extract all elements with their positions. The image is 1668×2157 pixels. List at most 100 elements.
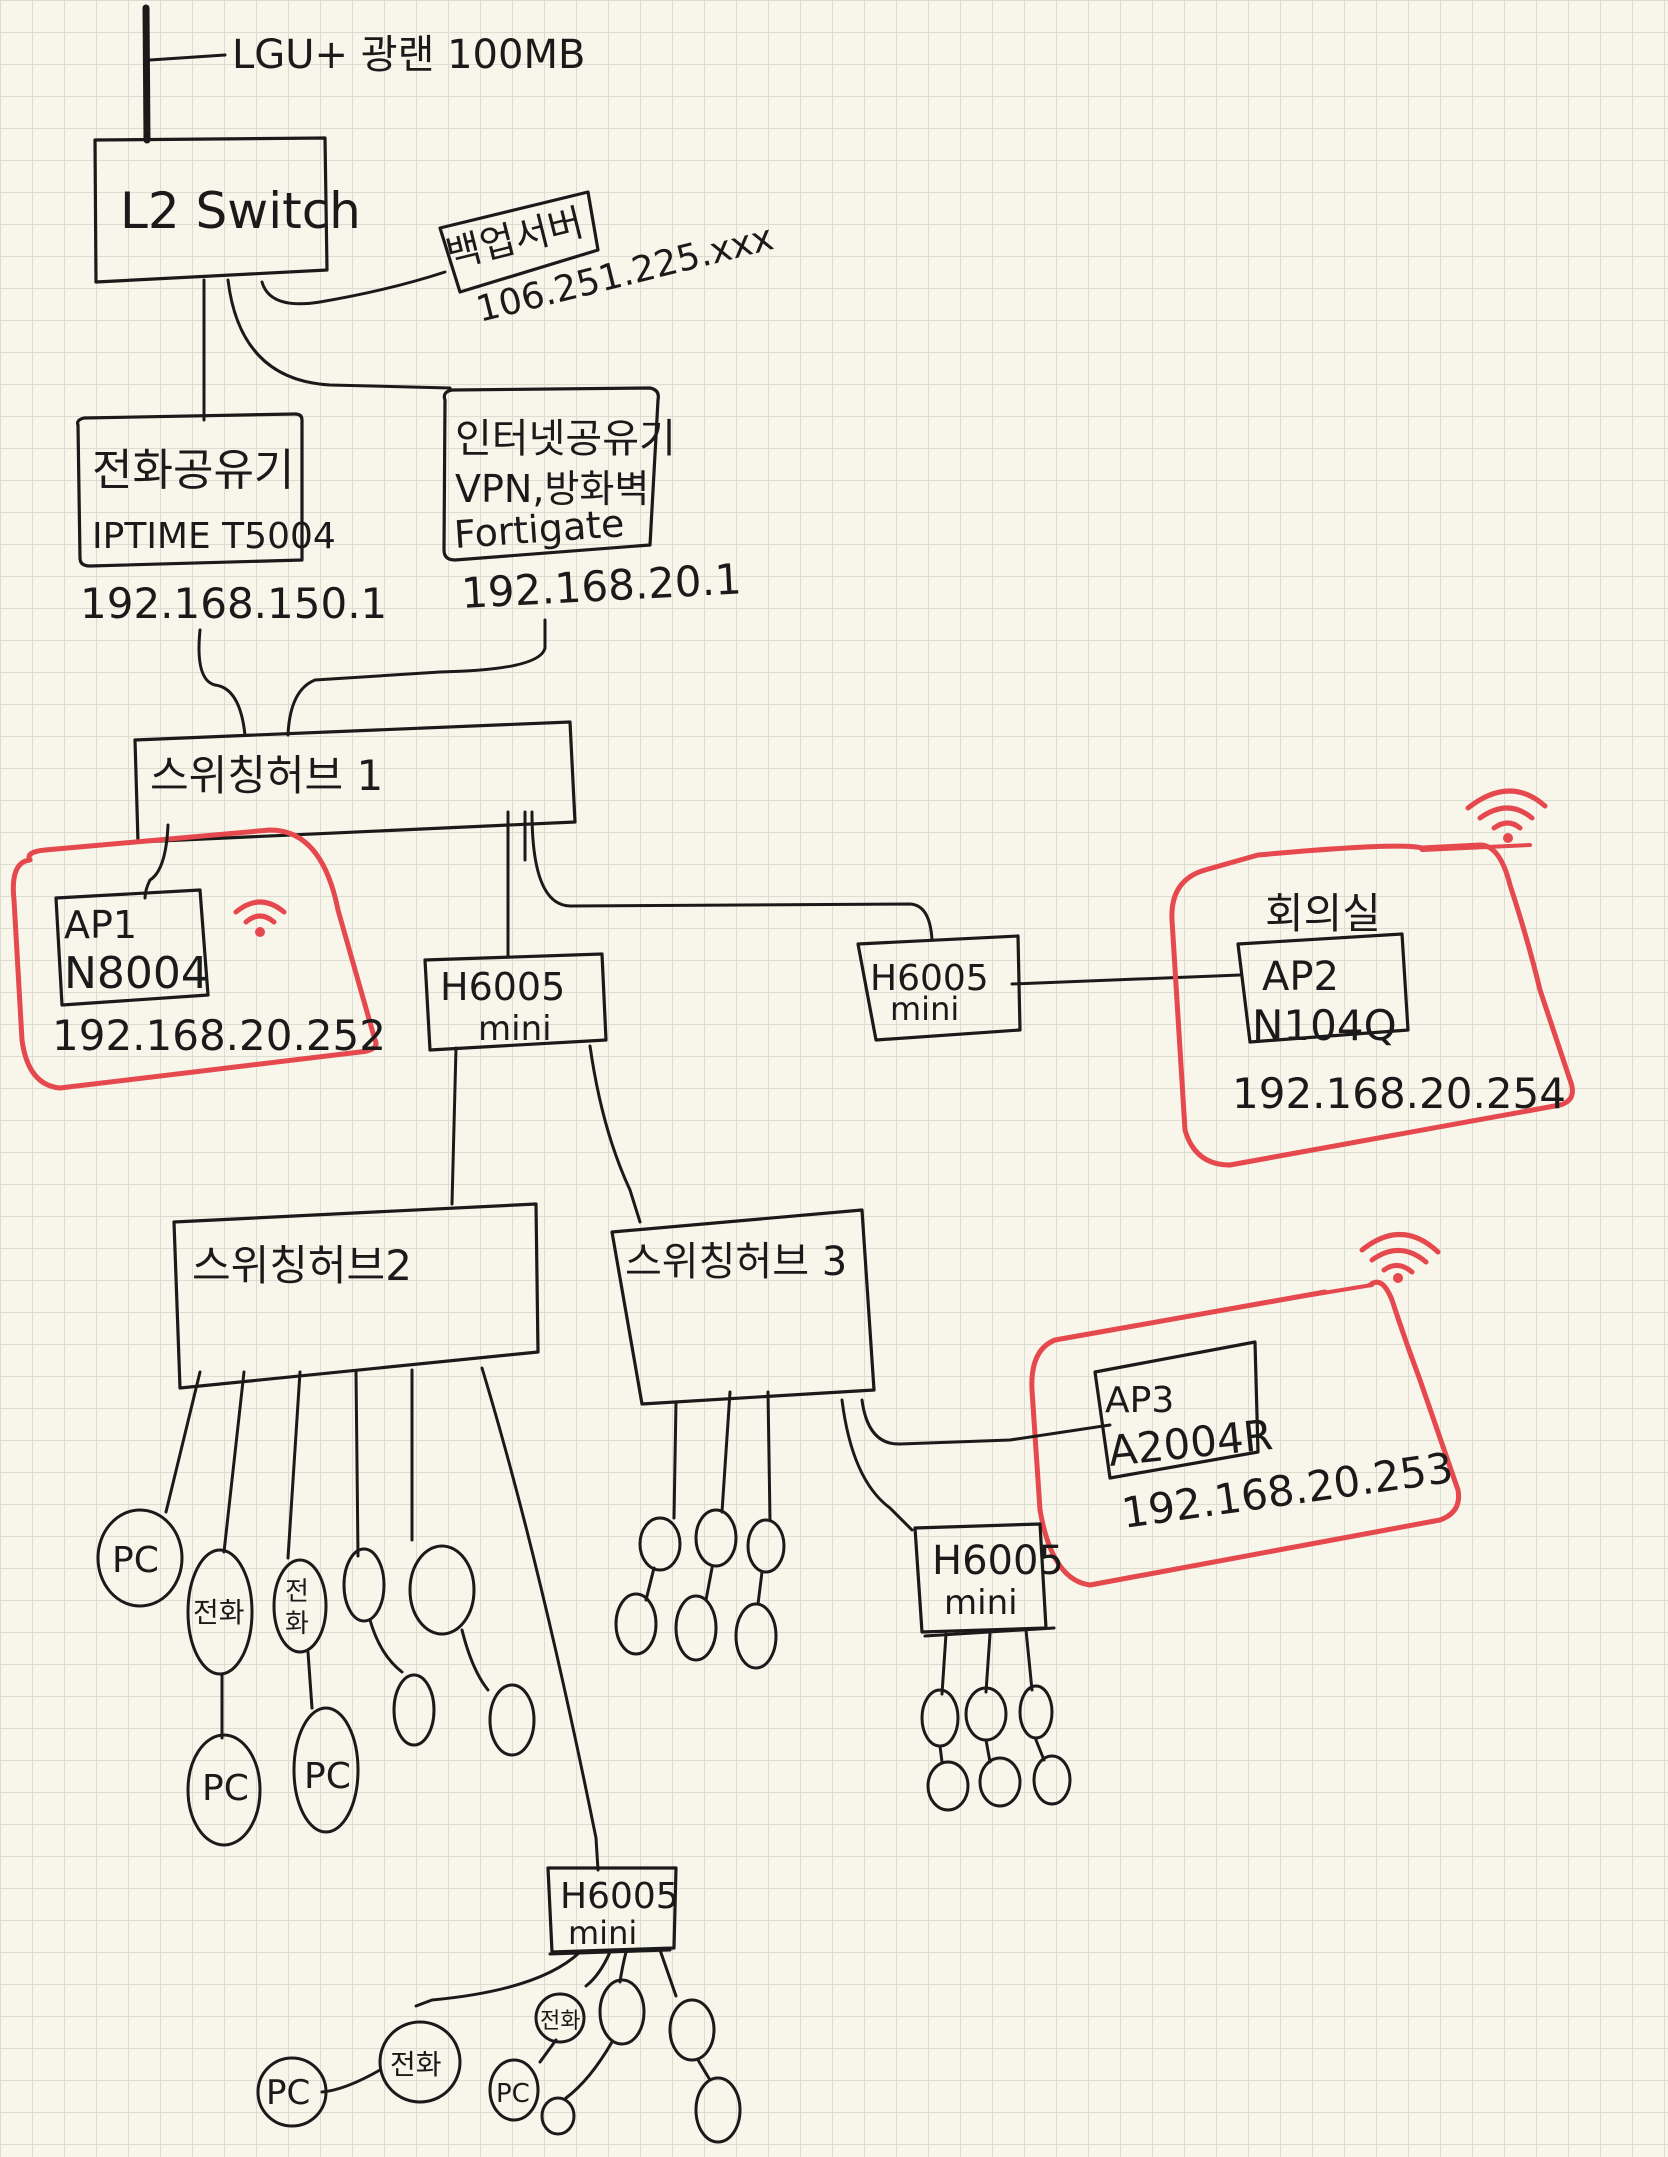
- ap3-red-outline: [1029, 1279, 1462, 1588]
- device-node: [674, 1594, 718, 1662]
- ap2-line2: N104Q: [1252, 1001, 1397, 1050]
- link-internet-router-hub1: [286, 618, 547, 737]
- backup-server-label: 백업서버: [442, 200, 588, 277]
- pc-device-1-label: PC: [112, 1540, 159, 1581]
- device-node: [342, 1547, 386, 1623]
- ap1-red-outline: [10, 827, 379, 1091]
- link-l2-backup: [260, 270, 447, 306]
- link-hub3-device-2: [720, 1390, 732, 1514]
- phone-device-2-label-top: 전: [285, 1577, 309, 1607]
- mini-switch-d: H6005 mini: [913, 1522, 1064, 1638]
- pc-device-3-label: PC: [304, 1756, 351, 1797]
- ap1-line2: N8004: [64, 948, 209, 999]
- phone-device-4: 전화: [534, 1992, 586, 2044]
- mini-switch-b: H6005 mini: [856, 934, 1022, 1042]
- pc-device-2-label: PC: [202, 1768, 249, 1809]
- link-hub1-ap1: [143, 823, 170, 900]
- hub2-label: 스위칭허브2: [192, 1241, 412, 1290]
- link-hub3-device-1: [672, 1400, 678, 1520]
- device-node: [746, 1518, 786, 1574]
- pc-device-2: PC: [186, 1733, 262, 1847]
- link-phone-router-hub1: [197, 628, 247, 737]
- hub2-node: 스위칭허브2: [172, 1202, 540, 1390]
- link-hub2-phone-2: [286, 1370, 302, 1560]
- device-node: [638, 1516, 682, 1572]
- mini-switch-b-line1: H6005: [870, 958, 989, 999]
- device-node: [926, 1760, 970, 1812]
- link-mini-a-hub2: [450, 1046, 458, 1206]
- device-node: [734, 1602, 778, 1670]
- phone-device-2: 전 화: [272, 1558, 328, 1654]
- device-node: [488, 1683, 536, 1757]
- ap2-wifi-icon: [1465, 788, 1548, 843]
- phone-device-4-label: 전화: [540, 2009, 580, 2034]
- pc-device-5: PC: [488, 2058, 540, 2122]
- mini-switch-a-line2: mini: [478, 1009, 552, 1049]
- mini-switch-c-line2: mini: [568, 1914, 637, 1952]
- link-l2-internet-router: [226, 278, 452, 390]
- pc-device-3: PC: [292, 1706, 360, 1834]
- phone-device-3: 전화: [378, 2020, 462, 2104]
- uplink-label: LGU+ 광랜 100MB: [232, 32, 585, 78]
- device-node: [668, 1998, 716, 2062]
- link-mini-b-ap2: [1010, 973, 1242, 986]
- device-node: [694, 2076, 742, 2144]
- mini-switch-d-line2: mini: [944, 1583, 1018, 1623]
- phone-router-line1: 전화공유기: [92, 445, 294, 496]
- ap3-wifi-icon: [1359, 1232, 1441, 1283]
- link-hub2-phone-1: [222, 1370, 246, 1554]
- mini-switch-b-line2: mini: [890, 990, 959, 1028]
- mini-switch-c-line1: H6005: [560, 1876, 679, 1917]
- phone-router-node: 전화공유기 IPTIME T5004: [76, 412, 336, 568]
- device-node: [694, 1508, 738, 1568]
- ap1-ip: 192.168.20.252: [52, 1011, 386, 1060]
- hub3-node: 스위칭허브 3: [610, 1208, 876, 1406]
- phone-router-line2: IPTIME T5004: [92, 516, 336, 557]
- device-node: [964, 1686, 1008, 1742]
- ap2-room-label: 회의실: [1265, 889, 1381, 938]
- device-node: [598, 1978, 646, 2046]
- l2-switch-label: L2 Switch: [120, 182, 361, 240]
- phone-device-1: 전화: [186, 1548, 254, 1676]
- pc-device-4: PC: [256, 2056, 328, 2128]
- link-hub3-ap3: [860, 1398, 1112, 1446]
- internet-router-ip: 192.168.20.1: [460, 554, 743, 618]
- ap2-node: AP2 N104Q: [1236, 932, 1410, 1050]
- pc-device-5-label: PC: [496, 2079, 530, 2109]
- device-node: [540, 2096, 576, 2136]
- pc-device-4-label: PC: [266, 2073, 310, 2113]
- internet-router-line1: 인터넷공유기: [455, 416, 676, 462]
- device-node: [1032, 1754, 1072, 1806]
- mini-switch-d-line1: H6005: [932, 1538, 1064, 1584]
- ap2-ip: 192.168.20.254: [1232, 1069, 1566, 1118]
- device-node: [408, 1544, 476, 1636]
- phone-device-2-label-bottom: 화: [285, 1609, 309, 1639]
- phone-device-3-label: 전화: [390, 2048, 442, 2081]
- uplink-cable: [142, 4, 227, 144]
- link-hub2-mini-c: [480, 1366, 600, 1872]
- device-node: [1018, 1684, 1054, 1740]
- device-node: [392, 1673, 436, 1747]
- ap2-red-outline: [1169, 842, 1575, 1168]
- internet-router-line2: VPN,방화벽: [455, 467, 649, 511]
- device-node: [920, 1688, 960, 1748]
- link-hub3-mini-d: [840, 1398, 914, 1532]
- hub1-node: 스위칭허브 1: [133, 720, 577, 844]
- hub1-label: 스위칭허브 1: [150, 751, 383, 800]
- mini-switch-c: H6005 mini: [546, 1866, 679, 1956]
- ap3-line1: AP3: [1105, 1380, 1174, 1421]
- hub3-label: 스위칭허브 3: [625, 1239, 847, 1285]
- phone-router-ip: 192.168.150.1: [80, 579, 387, 628]
- mini-switch-a-line1: H6005: [440, 965, 565, 1009]
- ap2-line1: AP2: [1262, 954, 1339, 1000]
- internet-router-node: 인터넷공유기 VPN,방화벽 Fortigate: [442, 386, 676, 562]
- link-hub2-pc: [164, 1370, 202, 1514]
- device-node: [978, 1756, 1022, 1808]
- phone-device-1-label: 전화: [193, 1596, 245, 1629]
- ap3-node: AP3 A2004R: [1093, 1340, 1275, 1480]
- mini-switch-a: H6005 mini: [423, 952, 608, 1052]
- link-hub2-device-a: [354, 1370, 360, 1558]
- ap1-line1: AP1: [64, 903, 137, 947]
- link-hub3-device-3: [766, 1390, 772, 1522]
- pc-device-1: PC: [96, 1508, 184, 1608]
